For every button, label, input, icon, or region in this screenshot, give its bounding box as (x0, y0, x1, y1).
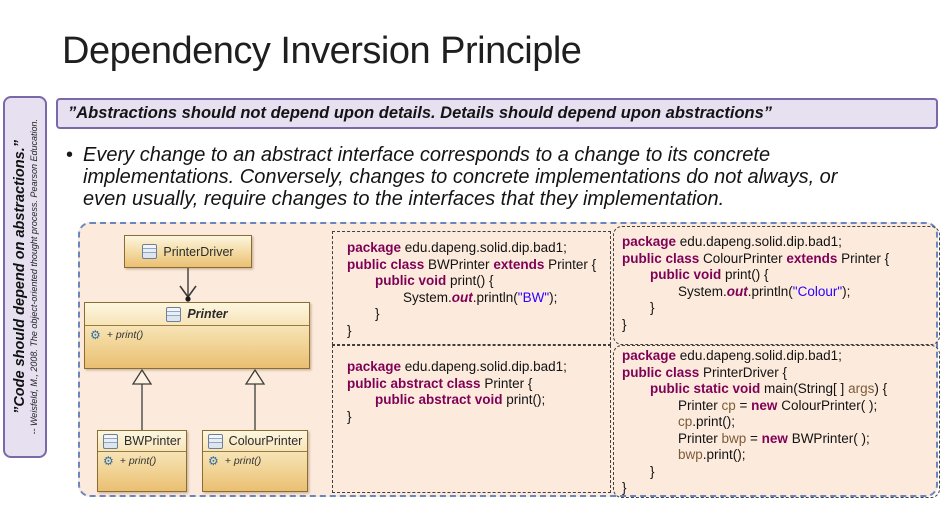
uml-class-printer: Printer ⚙ + print() (84, 302, 310, 369)
code-panel-printerdriver-main: package edu.dapeng.solid.dip.bad1;public… (613, 345, 940, 498)
uml-method: + print() (119, 455, 157, 467)
uml-class-name: Printer (187, 307, 228, 321)
class-icon (103, 433, 119, 449)
sidebar-citation: -- Weisfeld, M., 2008. The object-orient… (28, 119, 39, 435)
uml-method: + print() (224, 455, 262, 467)
code-panel-printer-abstract: package edu.dapeng.solid.dip.bad1;public… (332, 345, 611, 493)
uml-class-name: ColourPrinter (228, 434, 303, 448)
quote-text: ”Abstractions should not depend upon det… (68, 104, 773, 122)
uml-class-name: PrinterDriver (163, 244, 234, 259)
bullet-paragraph: • Every change to an abstract interface … (66, 144, 837, 210)
bullet-text: Every change to an abstract interface co… (83, 144, 837, 210)
uml-class-colourprinter: ColourPrinter ⚙ + print() (202, 430, 308, 492)
figure-container: PrinterDriver Printer ⚙ + print() BWPrin… (78, 222, 940, 498)
page-title: Dependency Inversion Principle (62, 30, 582, 72)
class-icon (207, 433, 223, 449)
bullet-line: implementations. Conversely, changes to … (83, 166, 838, 188)
bullet-line: Every change to an abstract interface co… (83, 144, 771, 166)
sidebar-citation-box: ”Code should depend on abstractions.” --… (3, 96, 47, 458)
code-panel-colourprinter: package edu.dapeng.solid.dip.bad1;public… (613, 226, 940, 345)
bullet-line: even usually, require changes to the int… (83, 188, 725, 210)
uml-class-name: BWPrinter (124, 434, 181, 448)
quote-banner: ”Abstractions should not depend upon det… (56, 98, 938, 129)
class-icon (142, 244, 158, 259)
uml-class-bwprinter: BWPrinter ⚙ + print() (97, 430, 187, 492)
bullet-marker: • (66, 144, 74, 166)
gear-icon: ⚙ (103, 454, 114, 468)
class-icon (166, 306, 182, 322)
sidebar-quote: ”Code should depend on abstractions.” (11, 140, 28, 414)
gear-icon: ⚙ (90, 328, 101, 342)
code-panel-bwprinter: package edu.dapeng.solid.dip.bad1;public… (332, 231, 611, 345)
gear-icon: ⚙ (208, 454, 219, 468)
uml-class-printerdriver: PrinterDriver (124, 235, 252, 268)
uml-method: + print() (106, 329, 144, 341)
